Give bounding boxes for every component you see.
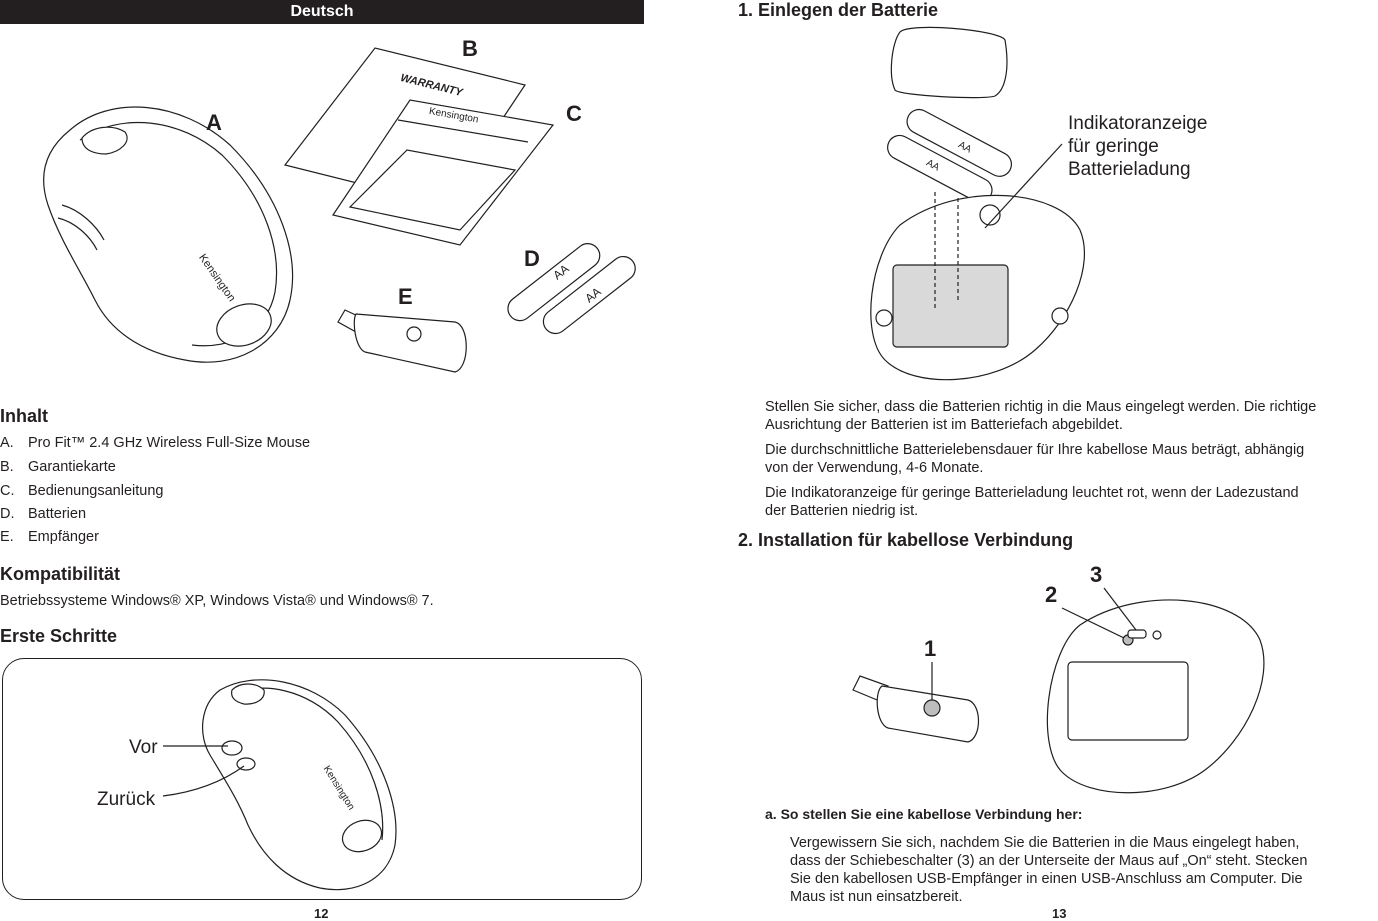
inhalt-item: A.Pro Fit™ 2.4 GHz Wireless Full-Size Mo… — [0, 435, 311, 451]
batteries-illustration — [507, 243, 636, 335]
step2-number-2: 2 — [1045, 582, 1058, 607]
low-battery-indicator-callout: Indikatoranzeige für geringe Batterielad… — [1068, 113, 1208, 180]
item-label-d: D — [524, 246, 540, 271]
inhalt-title: Inhalt — [0, 406, 48, 426]
connection-text: Vergewissern Sie sich, nachdem Sie die B… — [790, 835, 1308, 905]
step1-paragraph: Die Indikatoranzeige für geringe Batteri… — [765, 485, 1299, 519]
inhalt-item: C.Bedienungsanleitung — [0, 483, 164, 499]
erste-schritte-title: Erste Schritte — [0, 626, 118, 646]
receiver-illustration — [337, 309, 467, 373]
kompat-title: Kompatibilität — [0, 564, 120, 584]
mouse-side-illustration — [162, 679, 397, 891]
zurueck-label: Zurück — [97, 789, 156, 810]
step1-paragraph: Die durchschnittliche Batterielebensdaue… — [765, 442, 1305, 476]
vor-label: Vor — [129, 737, 158, 758]
connection-subtitle: a. So stellen Sie eine kabellose Verbind… — [765, 806, 1083, 822]
step1-paragraph: Stellen Sie sicher, dass die Batterien r… — [765, 399, 1317, 433]
inhalt-item: B.Garantiekarte — [0, 459, 116, 475]
inhalt-item: E.Empfänger — [0, 529, 99, 545]
step2-title: 2. Installation für kabellose Verbindung — [738, 530, 1074, 550]
step2-number-3: 3 — [1090, 562, 1103, 587]
page-number-right: 13 — [1052, 906, 1067, 921]
item-label-e: E — [398, 284, 413, 309]
erste-schritte-box — [2, 658, 642, 900]
step1-title: 1. Einlegen der Batterie — [738, 0, 939, 20]
item-label-c: C — [566, 101, 582, 126]
step2-number-1: 1 — [924, 636, 937, 661]
documents-illustration — [283, 47, 555, 246]
item-label-b: B — [462, 36, 478, 61]
item-label-a: A — [206, 110, 222, 135]
language-header: Deutsch — [0, 0, 644, 24]
page-number-left: 12 — [314, 906, 329, 921]
mouse-top-illustration — [43, 106, 294, 363]
kompat-text: Betriebssysteme Windows® XP, Windows Vis… — [0, 593, 434, 609]
inhalt-item: D.Batterien — [0, 506, 87, 522]
